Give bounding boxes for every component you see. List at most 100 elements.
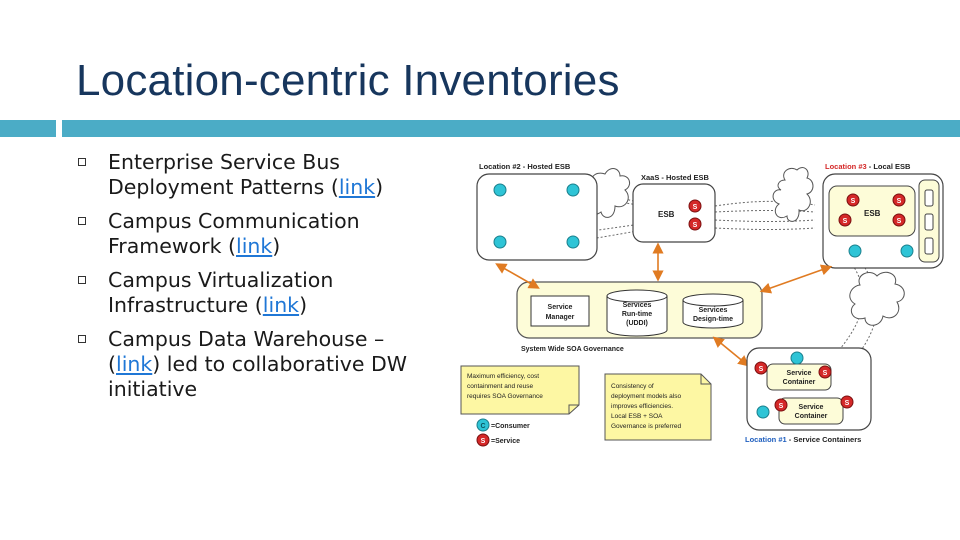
bullet-text-end: ) bbox=[299, 293, 308, 317]
consumer-icon bbox=[790, 351, 804, 365]
location3-title-rest: - Local ESB bbox=[867, 162, 911, 171]
consumer-icon bbox=[493, 183, 507, 197]
xaas-esb-label: ESB bbox=[658, 210, 675, 219]
location3-title-label: Location #3 bbox=[825, 162, 867, 171]
arrow-to-location2 bbox=[495, 263, 540, 289]
bullet-text: Campus Data Warehouse – ( bbox=[108, 327, 385, 376]
legend-service-label: =Service bbox=[491, 438, 520, 445]
container-lower-line2: Container bbox=[795, 413, 828, 420]
consumer-icon bbox=[493, 235, 507, 249]
container-upper-line1: Service bbox=[787, 370, 812, 377]
service-symbol: S bbox=[843, 218, 848, 225]
data-warehouse-link[interactable]: link bbox=[116, 352, 153, 376]
note-mid-line2: deployment models also bbox=[611, 393, 681, 400]
container-upper-line2: Container bbox=[783, 379, 816, 386]
xaas-title: XaaS - Hosted ESB bbox=[641, 173, 710, 182]
note-mid-line5: Governance is preferred bbox=[611, 423, 681, 430]
runtime-line1: Services bbox=[623, 302, 652, 309]
arrow-to-location1 bbox=[712, 336, 750, 367]
square-bullet-icon bbox=[78, 158, 86, 166]
service-icon bbox=[774, 398, 788, 412]
location3-title: Location #3 - Local ESB bbox=[825, 162, 911, 171]
service-icon bbox=[892, 213, 906, 227]
service-icon bbox=[818, 365, 832, 379]
consumer-icon bbox=[900, 244, 914, 258]
bullet-esb-patterns: Enterprise Service Bus Deployment Patter… bbox=[78, 150, 438, 200]
legend-consumer-symbol: C bbox=[480, 423, 485, 430]
communication-framework-link[interactable]: link bbox=[236, 234, 273, 258]
designtime-line1: Services bbox=[699, 307, 728, 314]
note-left: Maximum efficiency, cost containment and… bbox=[460, 365, 580, 415]
service-symbol: S bbox=[851, 198, 856, 205]
runtime-database-icon bbox=[606, 289, 668, 337]
consumer-icon bbox=[756, 405, 770, 419]
service-manager-box bbox=[530, 295, 590, 327]
xaas-services: S S bbox=[688, 199, 702, 231]
container-lower-line1: Service bbox=[799, 404, 824, 411]
governance-arrows bbox=[495, 242, 833, 367]
runtime-line3: (UDDI) bbox=[626, 320, 648, 327]
note-left-line1: Maximum efficiency, cost bbox=[467, 373, 539, 380]
service-symbol: S bbox=[897, 218, 902, 225]
governance-caption: System Wide SOA Governance bbox=[521, 346, 624, 353]
bullet-text: Enterprise Service Bus Deployment Patter… bbox=[108, 150, 340, 199]
service-icon bbox=[846, 193, 860, 207]
virtualization-link[interactable]: link bbox=[262, 293, 300, 317]
designtime-line2: Design-time bbox=[693, 316, 733, 323]
esb-patterns-link[interactable]: link bbox=[338, 175, 376, 199]
location1-title: Location #1 - Service Containers bbox=[745, 435, 861, 444]
service-icon bbox=[838, 213, 852, 227]
arrow-to-location3 bbox=[759, 264, 833, 294]
note-left-line2: containment and reuse bbox=[467, 383, 534, 390]
soa-deployment-diagram: Location #2 - Hosted ESB XaaS - Hosted E… bbox=[460, 162, 944, 447]
network-cloud-right bbox=[849, 271, 905, 326]
service-icon bbox=[688, 199, 702, 213]
legend-consumer-icon bbox=[476, 418, 490, 432]
note-mid-line3: improves efficiencies. bbox=[611, 403, 673, 410]
designtime-database-icon bbox=[682, 293, 744, 329]
service-symbol: S bbox=[823, 370, 828, 377]
bullet-data-warehouse: Campus Data Warehouse – (link) led to co… bbox=[78, 327, 438, 402]
location1-nodes: S S S S bbox=[754, 351, 854, 419]
service-icon bbox=[892, 193, 906, 207]
service-symbol: S bbox=[693, 204, 698, 211]
note-mid-line1: Consistency of bbox=[611, 383, 654, 390]
slide-title: Location-centric Inventories bbox=[76, 56, 620, 105]
consumer-icon bbox=[566, 235, 580, 249]
location3-services: S S S S bbox=[838, 193, 914, 258]
location2-consumers bbox=[493, 183, 580, 249]
bullet-communication-framework: Campus Communication Framework (link) bbox=[78, 209, 438, 259]
location2-box bbox=[476, 173, 598, 261]
service-manager-line1: Service bbox=[548, 304, 573, 311]
legend: C =Consumer S =Service bbox=[476, 418, 530, 447]
location3-esb-label: ESB bbox=[864, 209, 881, 218]
service-symbol: S bbox=[779, 403, 784, 410]
note-middle: Consistency of deployment models also im… bbox=[604, 373, 712, 441]
service-icon bbox=[754, 361, 768, 375]
service-symbol: S bbox=[845, 400, 850, 407]
legend-service-symbol: S bbox=[481, 438, 486, 445]
service-icon bbox=[840, 395, 854, 409]
note-mid-line4: Local ESB + SOA bbox=[611, 413, 663, 420]
bullet-text-end: ) led to collaborative DW initiative bbox=[108, 352, 408, 401]
square-bullet-icon bbox=[78, 217, 86, 225]
network-cloud-top-right bbox=[772, 167, 814, 222]
bullet-text: Campus Virtualization Infrastructure ( bbox=[108, 268, 334, 317]
title-band-right bbox=[62, 120, 960, 137]
location1-title-label: Location #1 bbox=[745, 435, 787, 444]
service-manager-line2: Manager bbox=[546, 314, 575, 321]
legend-consumer-label: =Consumer bbox=[491, 423, 530, 430]
runtime-line2: Run-time bbox=[622, 311, 652, 318]
bullet-text: Campus Communication Framework ( bbox=[108, 209, 360, 258]
service-symbol: S bbox=[759, 366, 764, 373]
location2-title: Location #2 - Hosted ESB bbox=[479, 162, 571, 171]
legend-service-icon bbox=[476, 433, 490, 447]
square-bullet-icon bbox=[78, 335, 86, 343]
service-icon bbox=[688, 217, 702, 231]
bullet-text-end: ) bbox=[375, 175, 384, 199]
location1-title-rest: - Service Containers bbox=[787, 435, 862, 444]
service-container-lower bbox=[778, 397, 844, 425]
bullet-virtualization: Campus Virtualization Infrastructure (li… bbox=[78, 268, 438, 318]
title-band-left bbox=[0, 120, 56, 137]
service-symbol: S bbox=[897, 198, 902, 205]
